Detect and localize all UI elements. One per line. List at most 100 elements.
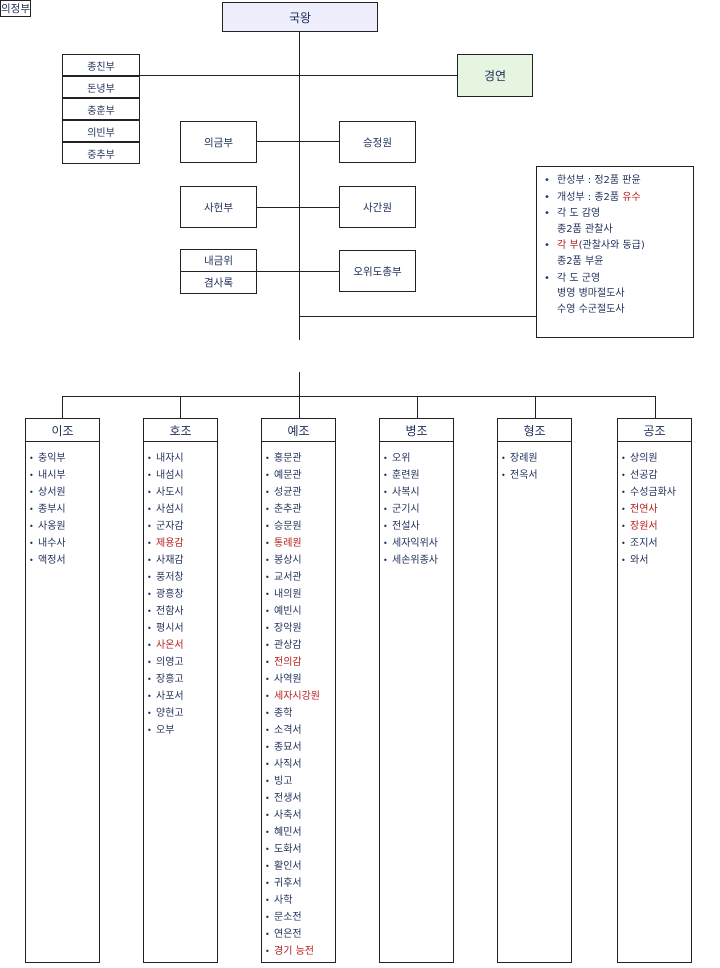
office-item[interactable]: •내자시: [147, 450, 217, 467]
office-item[interactable]: •장례원: [501, 450, 571, 467]
office-item[interactable]: •사도시: [147, 484, 217, 501]
office-item[interactable]: •관상감: [265, 637, 335, 654]
office-item[interactable]: •사복시: [383, 484, 453, 501]
pair-right-box[interactable]: 오위도총부: [339, 250, 416, 292]
office-item[interactable]: •종학: [265, 705, 335, 722]
ministry-header[interactable]: 병조: [380, 419, 453, 442]
office-item[interactable]: •양현고: [147, 705, 217, 722]
gyeongyeon-node[interactable]: 경연: [457, 54, 533, 97]
office-item[interactable]: •사직서: [265, 756, 335, 773]
office-item[interactable]: •봉상시: [265, 552, 335, 569]
ministry-header[interactable]: 호조: [144, 419, 217, 442]
office-item[interactable]: •연은전: [265, 926, 335, 943]
office-item[interactable]: •사옹원: [29, 518, 99, 535]
office-item[interactable]: •성균관: [265, 484, 335, 501]
office-item[interactable]: •조지서: [621, 535, 691, 552]
office-item[interactable]: •제용감: [147, 535, 217, 552]
office-item[interactable]: •도화서: [265, 841, 335, 858]
office-item[interactable]: •소격서: [265, 722, 335, 739]
office-item[interactable]: •풍저창: [147, 569, 217, 586]
office-item[interactable]: •군기시: [383, 501, 453, 518]
ministry-header[interactable]: 이조: [26, 419, 99, 442]
office-item[interactable]: •전생서: [265, 790, 335, 807]
office-item[interactable]: •내의원: [265, 586, 335, 603]
left-stack-item[interactable]: 돈녕부: [62, 76, 140, 98]
office-item[interactable]: •사포서: [147, 688, 217, 705]
office-item[interactable]: •교서관: [265, 569, 335, 586]
office-item[interactable]: •내수사: [29, 535, 99, 552]
office-item[interactable]: •군자감: [147, 518, 217, 535]
ministry-column: 병조 •오위•훈련원•사복시•군기시•전설사•세자익위사•세손위종사: [379, 418, 454, 963]
office-item[interactable]: •오위: [383, 450, 453, 467]
office-item[interactable]: •세손위종사: [383, 552, 453, 569]
ministry-header[interactable]: 형조: [498, 419, 571, 442]
office-item[interactable]: •오부: [147, 722, 217, 739]
office-item[interactable]: •종부시: [29, 501, 99, 518]
office-label: 상서원: [38, 487, 66, 498]
office-item[interactable]: •수성금화사: [621, 484, 691, 501]
office-item[interactable]: •광흥창: [147, 586, 217, 603]
office-item[interactable]: •사재감: [147, 552, 217, 569]
office-item[interactable]: •선공감: [621, 467, 691, 484]
left-stack-item[interactable]: 의빈부: [62, 120, 140, 142]
bullet-icon: •: [147, 573, 152, 582]
office-item[interactable]: •세자익위사: [383, 535, 453, 552]
office-item[interactable]: •사축서: [265, 807, 335, 824]
office-item[interactable]: •사역원: [265, 671, 335, 688]
office-item[interactable]: •전함사: [147, 603, 217, 620]
office-item[interactable]: •내섬시: [147, 467, 217, 484]
office-item[interactable]: •활인서: [265, 858, 335, 875]
office-item[interactable]: •장흥고: [147, 671, 217, 688]
pair-right-box[interactable]: 승정원: [339, 121, 416, 163]
office-item[interactable]: •와서: [621, 552, 691, 569]
office-item[interactable]: •예빈시: [265, 603, 335, 620]
office-item[interactable]: •홍문관: [265, 450, 335, 467]
bullet-icon: •: [544, 175, 550, 186]
office-item[interactable]: •통례원: [265, 535, 335, 552]
office-item[interactable]: •상의원: [621, 450, 691, 467]
office-label: 군자감: [156, 521, 184, 532]
uijeongbu-node[interactable]: 의정부: [0, 0, 31, 17]
pair-left-top-box[interactable]: 내금위: [180, 249, 257, 272]
office-item[interactable]: •장악원: [265, 620, 335, 637]
ministry-header[interactable]: 공조: [618, 419, 691, 442]
ministry-header[interactable]: 예조: [262, 419, 335, 442]
office-item[interactable]: •액정서: [29, 552, 99, 569]
office-item[interactable]: •춘추관: [265, 501, 335, 518]
king-node[interactable]: 국왕: [222, 2, 378, 32]
connector-left-stack: [140, 75, 457, 76]
office-item[interactable]: •혜민서: [265, 824, 335, 841]
office-item[interactable]: •전의감: [265, 654, 335, 671]
office-item[interactable]: •승문원: [265, 518, 335, 535]
office-item[interactable]: •귀후서: [265, 875, 335, 892]
office-item[interactable]: •충익부: [29, 450, 99, 467]
office-item[interactable]: •전설사: [383, 518, 453, 535]
office-item[interactable]: •사온서: [147, 637, 217, 654]
office-item[interactable]: •세자시강원: [265, 688, 335, 705]
left-stack-item[interactable]: 중추부: [62, 142, 140, 164]
office-item[interactable]: •예문관: [265, 467, 335, 484]
pair-left-box[interactable]: 의금부: [180, 121, 257, 163]
left-stack-item[interactable]: 충훈부: [62, 98, 140, 120]
bullet-icon: •: [544, 191, 550, 203]
bullet-icon: •: [265, 624, 270, 633]
office-item[interactable]: •평시서: [147, 620, 217, 637]
office-item[interactable]: •빙고: [265, 773, 335, 790]
left-stack-item[interactable]: 종친부: [62, 54, 140, 76]
bullet-icon: •: [383, 471, 388, 480]
office-item[interactable]: •문소전: [265, 909, 335, 926]
office-item[interactable]: •의영고: [147, 654, 217, 671]
office-item[interactable]: •사섬시: [147, 501, 217, 518]
office-item[interactable]: •장원서: [621, 518, 691, 535]
office-item[interactable]: •내시부: [29, 467, 99, 484]
pair-left-box[interactable]: 사헌부: [180, 186, 257, 228]
pair-left-bottom-box[interactable]: 겸사록: [180, 271, 257, 294]
office-item[interactable]: •종묘서: [265, 739, 335, 756]
office-item[interactable]: •훈련원: [383, 467, 453, 484]
office-item[interactable]: •사학: [265, 892, 335, 909]
office-item[interactable]: •상서원: [29, 484, 99, 501]
office-item[interactable]: •전연사: [621, 501, 691, 518]
pair-right-box[interactable]: 사간원: [339, 186, 416, 228]
office-item[interactable]: •전옥서: [501, 467, 571, 484]
office-item[interactable]: •경기 능전: [265, 943, 335, 960]
